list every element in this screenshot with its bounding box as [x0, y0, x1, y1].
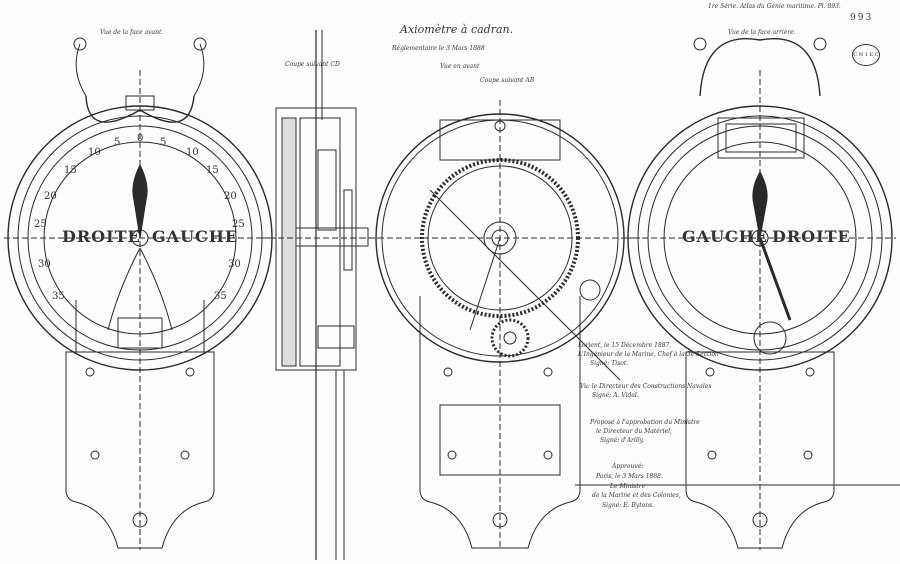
dial-tick: 30	[228, 259, 241, 270]
signature-line: le Directeur du Matériel,	[596, 428, 672, 435]
label-rear-view: Vue de la face arrière.	[728, 29, 796, 36]
dial-tick: 5	[114, 137, 121, 148]
signature-line: Approuvé:	[612, 463, 644, 470]
label-section-cd: Coupe suivant CD	[285, 61, 340, 68]
dial-tick: 25	[232, 219, 245, 230]
dial-tick: 0	[137, 133, 144, 144]
dial-tick: 35	[52, 291, 65, 302]
signature-line: Paris, le 3 Mars 1888.	[596, 473, 663, 480]
front-dial-right-word: GAUCHE	[152, 227, 239, 246]
signature-line: Signé: E. Bytons.	[602, 502, 655, 509]
dial-tick: 20	[224, 191, 237, 202]
drawing-title: Axiomètre à cadran.	[400, 23, 514, 36]
series-label: 1re Série. Atlas du Génie maritime. Pl. …	[708, 3, 841, 10]
signature-line: L'Ingénieur de la Marine, Chef à la 3e S…	[578, 351, 719, 358]
label-worm-note: Vue en avant	[440, 63, 480, 70]
drawing-subtitle: Réglementaire le 3 Mars 1888	[392, 45, 485, 52]
label-front-view: Vue de la face avant.	[100, 29, 164, 36]
rear-dial-left-word: GAUCHE	[682, 227, 769, 246]
dial-tick: 5	[160, 137, 167, 148]
plate-number: 993	[850, 13, 874, 23]
signature-line: Signé: Tisot.	[590, 360, 629, 367]
dial-tick: 10	[186, 147, 199, 158]
signature-line: Signé: A. Vidal.	[592, 392, 639, 399]
section-cd-view	[260, 30, 380, 560]
signature-line: Le Ministre	[610, 483, 646, 490]
dial-tick: 15	[64, 165, 77, 176]
rear-view	[624, 37, 896, 550]
front-dial-left-word: DROITE	[62, 227, 141, 246]
label-section-ab: Coupe suivant AB	[480, 77, 535, 84]
dial-tick: 35	[214, 291, 227, 302]
signature-line: Vu: le Directeur des Constructions Naval…	[580, 383, 712, 390]
dial-tick: 10	[88, 147, 101, 158]
signature-line: Lorient, le 15 Décembre 1887.	[578, 342, 672, 349]
dial-tick: 25	[34, 219, 47, 230]
signature-line: Signé: d'Arilly.	[600, 437, 645, 444]
library-stamp: C N 1 E C	[852, 44, 880, 66]
dial-tick: 15	[206, 165, 219, 176]
dial-tick: 30	[38, 259, 51, 270]
front-view	[4, 37, 276, 550]
signature-line: de la Marine et des Colonies,	[592, 492, 681, 499]
dial-tick: 20	[44, 191, 57, 202]
rear-dial-right-word: DROITE	[772, 227, 851, 246]
signature-line: Proposé à l'approbation du Ministre	[590, 419, 700, 426]
